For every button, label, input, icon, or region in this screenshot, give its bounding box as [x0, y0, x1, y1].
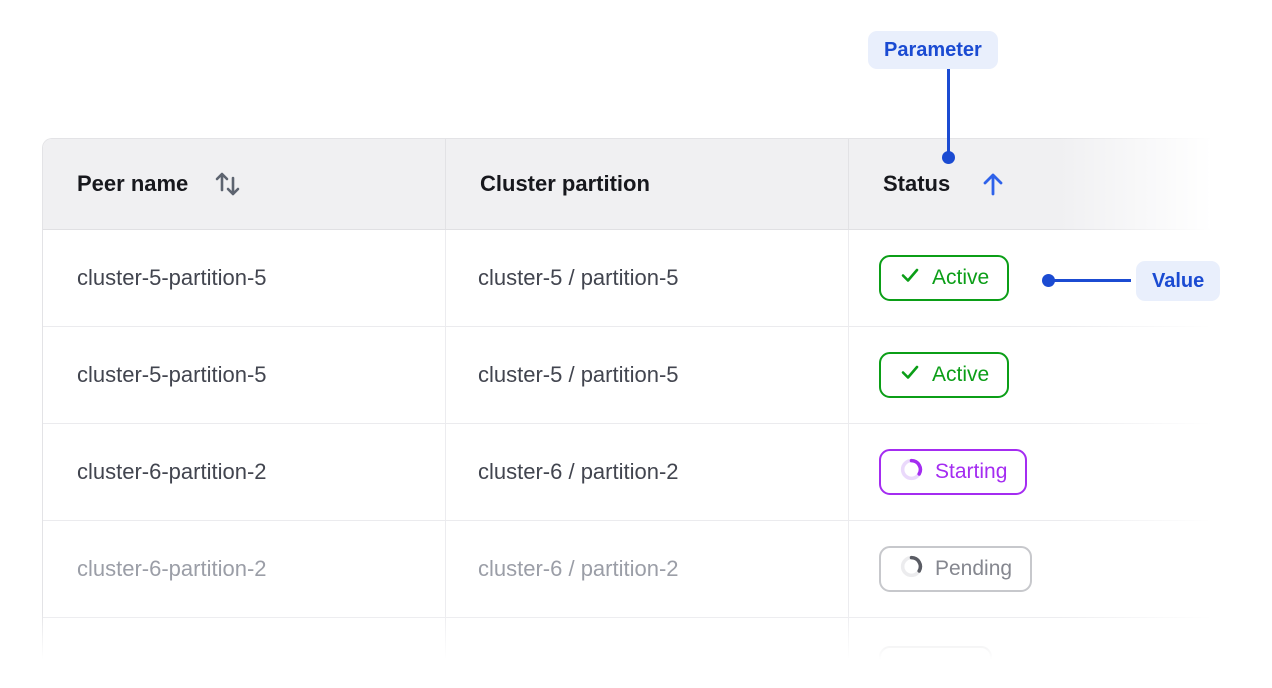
peers-table: Peer name Cluster partition Status — [42, 138, 1211, 688]
table-row: cluster-5-partition-5 cluster-5 / partit… — [43, 327, 1211, 424]
table-row: cluster-5-partition-5 cluster-5 / partit… — [43, 230, 1211, 327]
parameter-connector-dot — [942, 151, 955, 164]
check-icon — [899, 264, 921, 292]
table-row: cluster-6-partition-2 cluster-6 / partit… — [43, 521, 1211, 618]
status-cell: Pending — [849, 521, 1211, 617]
status-badge-label: Starting — [935, 460, 1008, 483]
status-badge-active: Active — [879, 255, 1010, 301]
column-header-cluster-partition[interactable]: Cluster partition — [446, 139, 849, 229]
status-badge-partial — [879, 646, 992, 688]
status-cell — [849, 618, 1211, 688]
peer-name-cell: cluster-6-partition-2 — [43, 424, 446, 520]
sort-both-icon — [214, 169, 242, 199]
peer-name-cell — [43, 618, 446, 688]
status-badge-label: Active — [932, 363, 990, 386]
column-header-status[interactable]: Status — [849, 139, 1211, 229]
cluster-partition-cell: cluster-5 / partition-5 — [446, 327, 849, 423]
status-badge-pending: Pending — [879, 546, 1033, 592]
column-header-peer-name[interactable]: Peer name — [43, 139, 446, 229]
value-annotation-chip: Value — [1136, 261, 1221, 301]
status-cell: Starting — [849, 424, 1211, 520]
cluster-partition-cell: cluster-5 / partition-5 — [446, 230, 849, 326]
parameter-annotation-chip: Parameter — [868, 31, 998, 69]
spinner-icon — [899, 554, 924, 585]
column-header-label: Status — [883, 171, 951, 196]
table-row: cluster-6-partition-2 cluster-6 / partit… — [43, 424, 1211, 521]
peer-name-cell: cluster-5-partition-5 — [43, 230, 446, 326]
value-connector-dot — [1042, 274, 1055, 287]
status-cell: Active — [849, 230, 1211, 326]
cluster-partition-cell: cluster-6 / partition-2 — [446, 521, 849, 617]
value-connector-line — [1053, 279, 1131, 282]
status-badge-active: Active — [879, 352, 1010, 398]
table-header-row: Peer name Cluster partition Status — [43, 139, 1211, 230]
status-badge-label: Active — [932, 266, 990, 289]
sort-ascending-icon — [980, 170, 1006, 198]
peer-name-cell: cluster-6-partition-2 — [43, 521, 446, 617]
status-cell: Active — [849, 327, 1211, 423]
check-icon — [899, 361, 921, 389]
status-badge-label: Pending — [935, 557, 1013, 580]
parameter-connector-line — [947, 69, 950, 153]
cluster-partition-cell: cluster-6 / partition-2 — [446, 424, 849, 520]
table-row-partial — [43, 618, 1211, 688]
peer-name-cell: cluster-5-partition-5 — [43, 327, 446, 423]
column-header-label: Cluster partition — [480, 171, 650, 196]
parameter-annotation-label: Parameter — [884, 38, 982, 61]
spinner-icon — [899, 457, 924, 488]
column-header-label: Peer name — [77, 171, 189, 196]
value-annotation-label: Value — [1152, 269, 1205, 292]
cluster-partition-cell — [446, 618, 849, 688]
status-badge-starting: Starting — [879, 449, 1028, 495]
